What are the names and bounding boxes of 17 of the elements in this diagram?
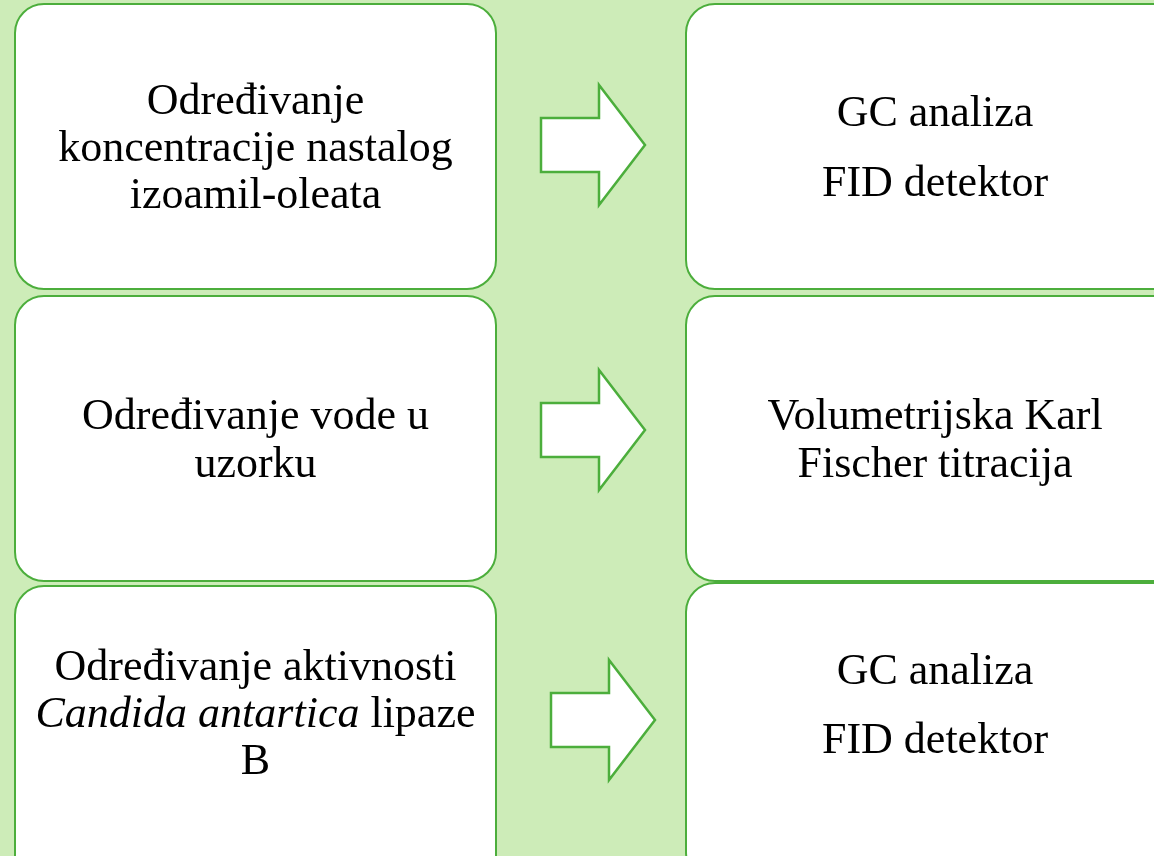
- block-arrow: [539, 81, 647, 209]
- process-box: [685, 582, 1154, 856]
- block-arrow: [539, 366, 647, 494]
- process-box: [14, 295, 497, 582]
- box-text: GC analiza: [836, 646, 1034, 694]
- box-text: Volumetrijska Karl Fischer titracija: [766, 391, 1104, 486]
- box-text: GC analiza: [836, 88, 1034, 136]
- process-box: [14, 585, 497, 856]
- process-box: [685, 3, 1154, 290]
- box-text: Određivanje koncentracije nastalog izoamil-oleata: [57, 75, 454, 218]
- box-text: Određivanje vode u uzorku: [81, 391, 430, 486]
- process-box: [14, 3, 497, 290]
- process-box: [685, 295, 1154, 582]
- box-text: Određivanje aktivnosti Candida antartica lipaze B: [34, 642, 477, 784]
- box-text: FID detektor: [821, 715, 1049, 763]
- block-arrow: [549, 656, 657, 784]
- box-text: FID detektor: [821, 157, 1049, 205]
